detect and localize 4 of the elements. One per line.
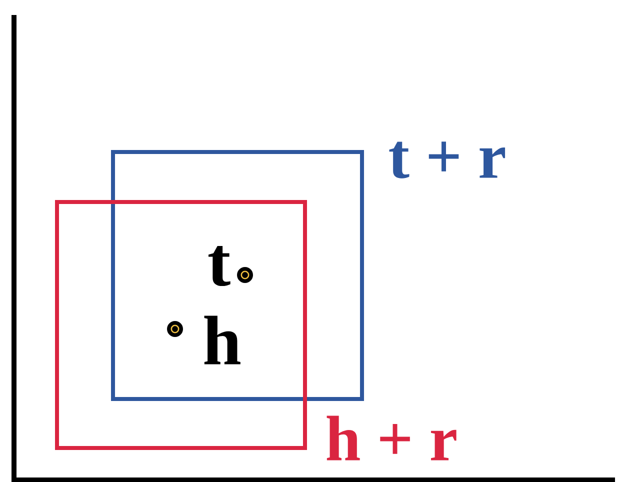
node-label: h + r — [326, 416, 456, 460]
node-label: t + r — [389, 142, 506, 178]
point-label: h — [204, 316, 240, 364]
point-label: t — [208, 246, 230, 286]
